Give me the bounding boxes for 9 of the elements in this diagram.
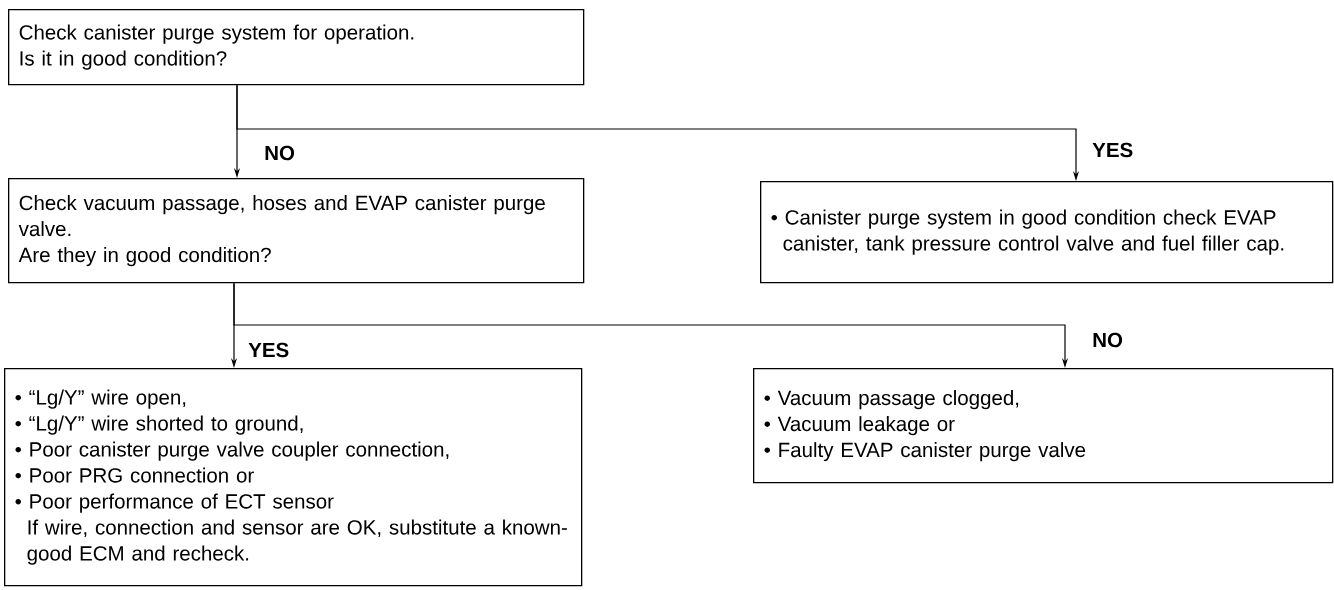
edge-label: NO [1093,332,1123,348]
process-box: • Vacuum passage clogged, • Vacuum leakage or • Faulty EVAP canister purge valve [753,368,1334,484]
process-box: • “Lg/Y” wire open, • “Lg/Y” wire shorted to ground, • Poor canister purge valve coupler connection, • Poor PRG connection or • Poor performance of ECT sensor If wire, connection and sensor are OK, substitute a known-good ECM and recheck. [4,368,583,587]
edge-label: YES [248,342,289,358]
process-box: Check vacuum passage, hoses and EVAP canister purge valve. Are they in good condition? [8,178,585,284]
edge-label: NO [265,145,295,161]
process-box: • Canister purge system in good condition check EVAP canister, tank pressure control valve and fuel filler cap. [760,181,1334,284]
edge-label: YES [1092,142,1133,158]
process-box: Check canister purge system for operation. Is it in good condition? [8,9,585,86]
